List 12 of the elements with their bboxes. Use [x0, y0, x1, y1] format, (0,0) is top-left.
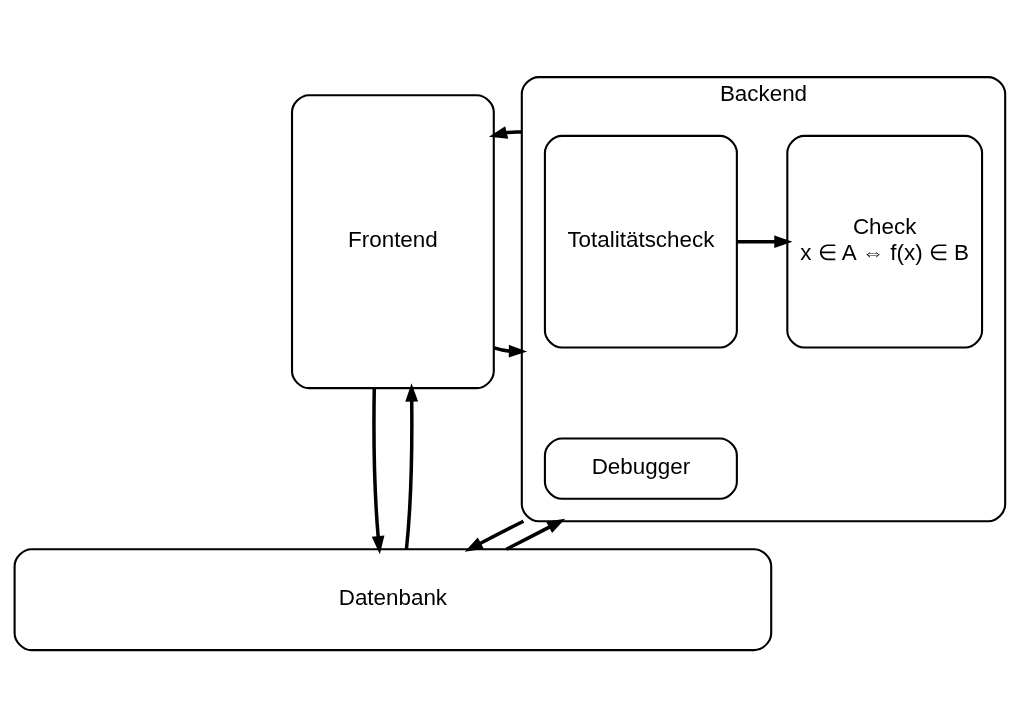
node-box: Debugger — [543, 437, 738, 500]
arrow — [371, 388, 384, 555]
node-box: Check x ∈ A ⇔ f(x) ∈ B — [785, 134, 983, 349]
arrow — [493, 344, 527, 358]
node-box: Datenbank — [13, 548, 772, 652]
arrow — [404, 383, 418, 550]
arrow — [488, 126, 522, 139]
arrow — [505, 518, 565, 551]
node-box: Frontend — [290, 94, 495, 390]
arrow — [464, 519, 524, 552]
node-box: Totalitätscheck — [543, 134, 738, 349]
arrow — [736, 235, 793, 249]
